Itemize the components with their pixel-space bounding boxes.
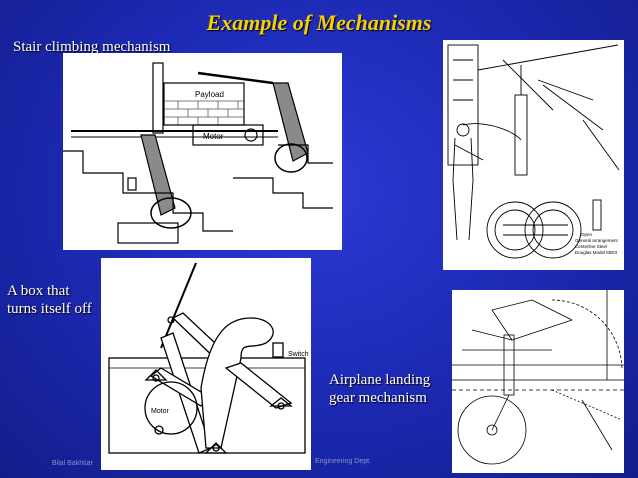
caption-box-line1: A box that	[7, 283, 70, 299]
box-switch-label: Switch	[288, 351, 309, 358]
self-off-box-figure: Switch Motor	[101, 258, 311, 470]
stair-payload-label: Payload	[195, 90, 224, 99]
caption-airplane-line2: gear mechanism	[329, 390, 427, 406]
box-motor-label: Motor	[151, 408, 170, 415]
gear-note-line2: General arrangement	[575, 238, 619, 243]
self-off-box-drawing: Switch Motor	[108, 262, 309, 454]
gear-note-line4: Douglas Model MDIII	[575, 250, 617, 255]
landing-gear-drawing-top: Open General arrangement Centerline Stee…	[443, 40, 624, 270]
slide-title: Example of Mechanisms	[206, 10, 432, 35]
footer-right: Engineering Dept.	[315, 458, 372, 465]
landing-gear-sketch-top: Open General arrangement Centerline Stee…	[447, 44, 620, 259]
landing-gear-drawing-bottom	[452, 290, 624, 473]
gear-note-line3: Centerline Steel	[575, 244, 607, 249]
caption-stair-climbing: Stair climbing mechanism	[13, 39, 171, 55]
stair-climbing-figure: Payload Motor	[63, 53, 342, 250]
caption-airplane-line1: Airplane landing	[329, 372, 431, 388]
gear-note-line1: Open	[581, 232, 593, 237]
stair-motor-label: Motor	[203, 132, 224, 141]
stair-climbing-drawing: Payload Motor	[63, 62, 333, 244]
landing-gear-sketch-bottom	[452, 290, 624, 465]
caption-box-line2: turns itself off	[7, 301, 92, 317]
footer-left: Bilal Bakhtiar	[52, 460, 93, 467]
